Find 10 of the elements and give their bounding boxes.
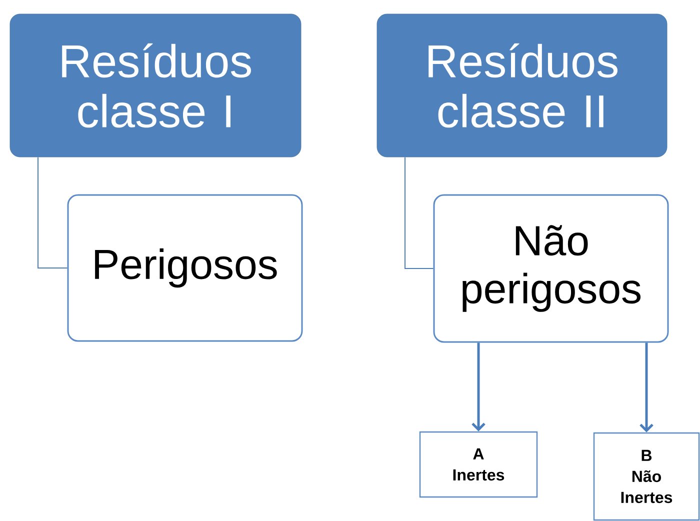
category-box: B Não Inertes (593, 432, 700, 521)
arrow (640, 342, 654, 432)
category-box: A Inertes (419, 431, 538, 498)
header-box: Resíduos classe I (10, 14, 302, 158)
category-box: Perigosos (67, 194, 303, 342)
connector-line (404, 156, 434, 269)
category-box: Não perigosos (433, 194, 669, 343)
header-box: Resíduos classe II (376, 14, 668, 158)
arrow (472, 342, 486, 432)
connector-line (38, 156, 68, 268)
